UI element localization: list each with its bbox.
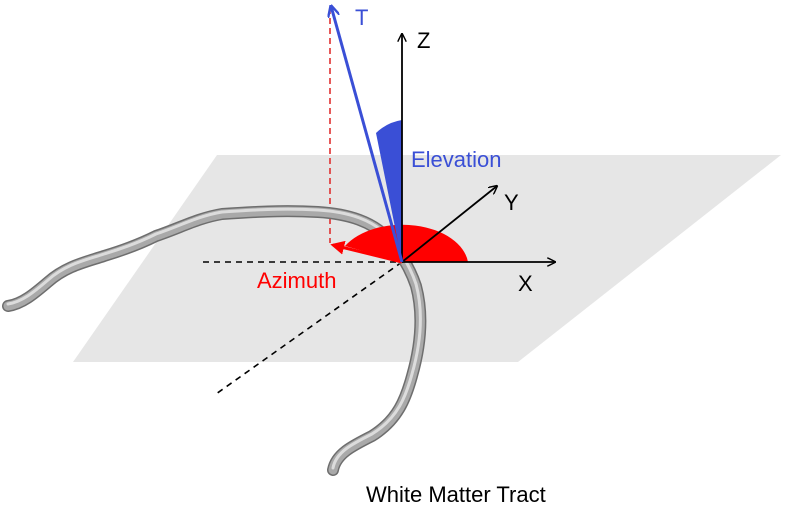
azimuth-arrow [330, 240, 403, 264]
y-axis-label: Y [504, 190, 519, 215]
white-matter-tract [2, 205, 427, 476]
t-vector-arrow [331, 6, 404, 263]
t-label: T [355, 5, 368, 30]
x-axis-label: X [518, 271, 533, 296]
azimuth-label: Azimuth [257, 268, 336, 293]
y-axis [401, 186, 497, 263]
elevation-label: Elevation [411, 147, 502, 172]
caption: White Matter Tract [366, 482, 546, 507]
z-axis-label: Z [417, 28, 430, 53]
negative-y-dashed-line [215, 261, 403, 395]
elevation-angle-wedge [376, 120, 402, 262]
